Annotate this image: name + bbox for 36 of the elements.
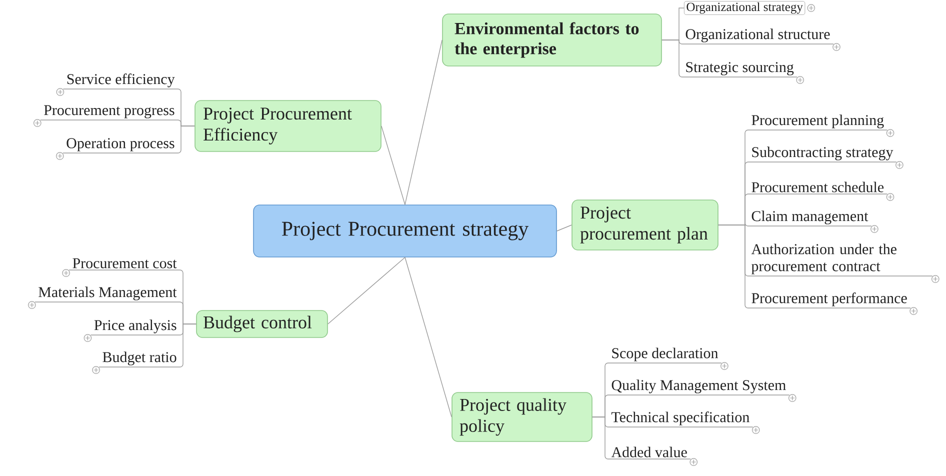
connector-line xyxy=(178,126,195,154)
connector-line xyxy=(328,257,406,324)
connector-line xyxy=(404,257,452,418)
subtopic-label: Technical specification xyxy=(608,412,754,428)
branch-box: Budget control xyxy=(196,310,328,338)
connector-line xyxy=(404,40,442,205)
subtopic-label: Organizational structure xyxy=(682,28,834,44)
subtopic-label: Authorization under the procurement contract xyxy=(748,244,933,276)
subtopic-label: Operation process xyxy=(62,138,178,154)
subtopic-label: Price analysis xyxy=(90,320,180,336)
branch-box: Environmental factors to the enterprise xyxy=(442,14,662,66)
connector-line xyxy=(662,40,682,78)
connector-line xyxy=(180,324,196,368)
subtopic-label: Procurement progress xyxy=(40,105,178,120)
subtopic-label: Procurement planning xyxy=(748,114,888,130)
connector-line xyxy=(718,224,748,308)
subtopic-label: Procurement performance xyxy=(748,292,911,308)
subtopic-label: Procurement cost xyxy=(68,258,180,270)
subtopic-label: Claim management xyxy=(748,210,872,226)
topic-box: Project Procurement strategy xyxy=(253,204,557,258)
subtopic-label: Scope declaration xyxy=(608,348,722,364)
subtopic-label: Materials Management xyxy=(34,286,180,302)
subtopic-label: Service efficiency xyxy=(62,74,178,90)
connector-line xyxy=(381,126,406,205)
subtopic-label: Procurement schedule xyxy=(748,182,888,194)
connector-line xyxy=(592,416,608,460)
connector-line xyxy=(556,224,572,232)
subtopic-label: Budget ratio xyxy=(98,352,180,368)
topic-box: Organizational strategy xyxy=(684,1,806,15)
subtopic-label: Strategic sourcing xyxy=(682,62,798,78)
branch-box: Project Procurement Efficiency xyxy=(194,100,382,152)
branch-box: Project procurement plan xyxy=(572,200,718,250)
branch-box: Project quality policy xyxy=(452,392,592,442)
subtopic-label: Subcontracting strategy xyxy=(748,146,897,162)
subtopic-label: Added value xyxy=(608,446,691,460)
subtopic-label: Quality Management System xyxy=(608,380,790,396)
